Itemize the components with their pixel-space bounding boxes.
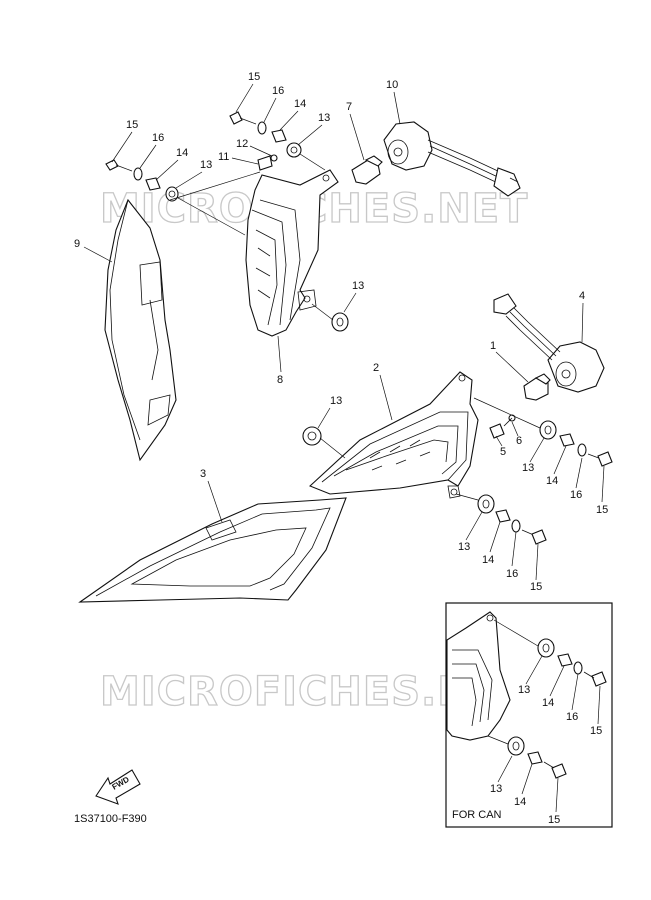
hardware-stack-lower [455, 493, 547, 545]
callout-15-left: 15 [126, 119, 138, 131]
callout-5: 5 [500, 446, 506, 458]
grommet-13-left [302, 426, 346, 459]
inset-for-can [445, 602, 613, 828]
callout-13-right: 13 [522, 462, 534, 474]
part-4-socket-harness [493, 293, 605, 393]
callout-13-left: 13 [200, 159, 212, 171]
callout-15-inset-lower: 15 [548, 814, 560, 826]
callout-15-right: 15 [596, 504, 608, 516]
callout-8: 8 [277, 374, 283, 386]
callout-16-left: 16 [152, 132, 164, 144]
callout-4: 4 [579, 290, 585, 302]
part-11-12-clip [257, 154, 278, 171]
callout-16-lower: 16 [506, 568, 518, 580]
callout-10: 10 [386, 79, 398, 91]
callout-15-lower: 15 [530, 581, 542, 593]
part-7-bulb [351, 155, 383, 185]
callout-14-left: 14 [176, 147, 188, 159]
grommet-13-mid [311, 303, 349, 332]
callout-13-mid: 13 [352, 280, 364, 292]
part-1-bulb [523, 373, 551, 401]
callout-14-inset-lower: 14 [514, 796, 526, 808]
callout-16: 16 [272, 85, 284, 97]
callout-6: 6 [516, 435, 522, 447]
callout-1: 1 [490, 340, 496, 352]
callout-16-right: 16 [570, 489, 582, 501]
callout-14-inset-upper: 14 [542, 697, 554, 709]
callouts: 15 16 14 13 7 10 12 11 15 16 14 13 9 13 … [74, 71, 608, 826]
callout-11: 11 [218, 151, 229, 163]
callout-13-lower: 13 [458, 541, 470, 553]
callout-13-left2: 13 [330, 395, 342, 407]
callout-14-lower: 14 [482, 554, 494, 566]
callout-12: 12 [236, 138, 248, 150]
hardware-stack-upper-right [229, 111, 326, 171]
callout-2: 2 [373, 362, 379, 374]
part-8-turn-signal-housing [245, 169, 339, 337]
hardware-stack-upper-left [105, 159, 261, 236]
part-2-lamp-housing [308, 371, 479, 499]
callout-3: 3 [200, 468, 206, 480]
callout-7: 7 [346, 101, 352, 113]
callout-15: 15 [248, 71, 260, 83]
hardware-stack-right [473, 397, 613, 467]
callout-16-inset: 16 [566, 711, 578, 723]
diagram-code: 1S37100-F390 [74, 813, 147, 825]
callout-13: 13 [318, 112, 330, 124]
callout-15-inset-upper: 15 [590, 725, 602, 737]
callout-14: 14 [294, 98, 306, 110]
part-10-socket-harness [383, 121, 521, 197]
callout-13-inset-lower: 13 [490, 783, 502, 795]
part-3-lens-cover [78, 497, 347, 603]
part-5-6-screw-clip [489, 414, 516, 439]
callout-9: 9 [74, 238, 80, 250]
fwd-arrow-icon: FWD [95, 769, 141, 805]
part-9-side-cover [104, 198, 177, 462]
inset-label-for-can: FOR CAN [452, 809, 502, 821]
callout-14-right: 14 [546, 475, 558, 487]
callout-13-inset-upper: 13 [518, 684, 530, 696]
